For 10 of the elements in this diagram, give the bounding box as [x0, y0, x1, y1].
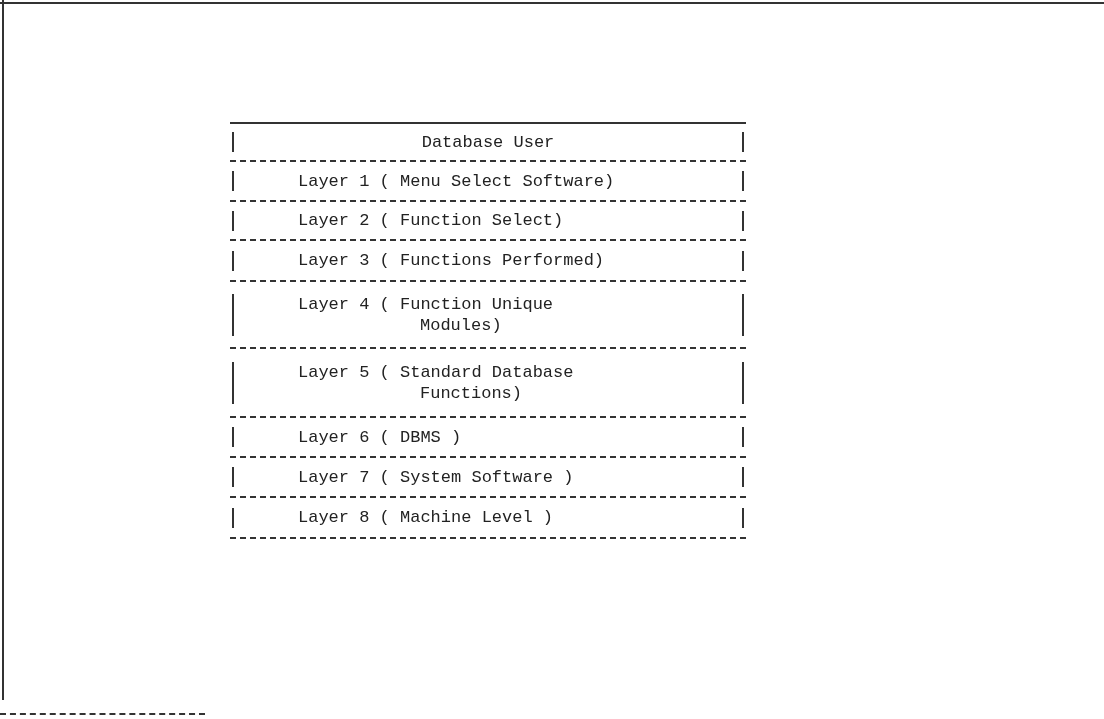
layer-label: Layer 5 ( Standard Database Functions) — [298, 361, 575, 404]
layer-label: Layer 6 ( DBMS ) — [298, 426, 463, 448]
layer-label: Layer 4 ( Function Unique Modules) — [298, 293, 555, 336]
layer-label: Layer 2 ( Function Select) — [298, 210, 565, 231]
layer-row — [230, 122, 746, 162]
layer-label: Layer 8 ( Machine Level ) — [298, 507, 555, 528]
layer-label: Layer 1 ( Menu Select Software) — [298, 170, 616, 192]
layer-label: Layer 3 ( Functions Performed) — [298, 250, 606, 271]
layer-label: Layer 7 ( System Software ) — [298, 466, 575, 488]
layer-label: Database User — [420, 131, 556, 153]
